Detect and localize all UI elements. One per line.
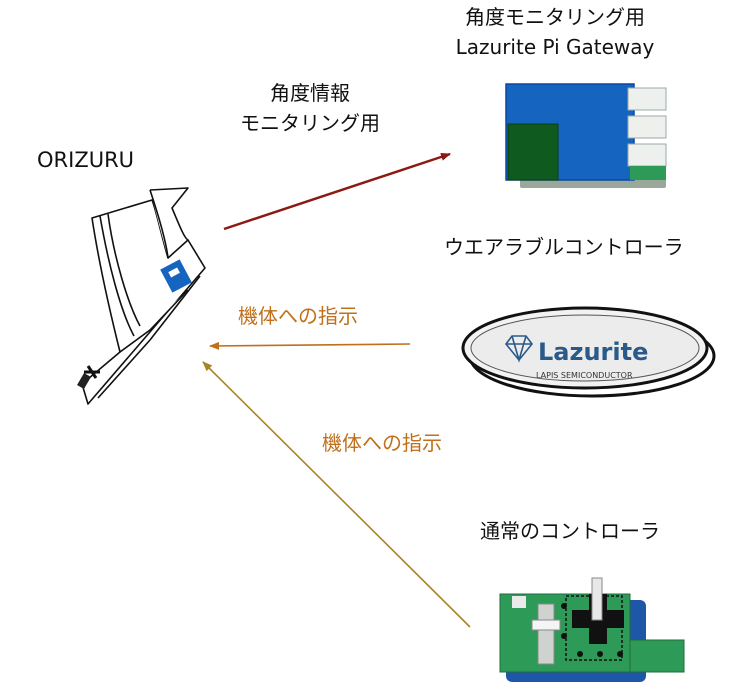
command-arrow-mid xyxy=(209,341,411,350)
command-label-low: 機体への指示 xyxy=(322,431,442,455)
angle-info-label: 角度情報 モニタリング用 xyxy=(225,78,395,138)
command-label-mid: 機体への指示 xyxy=(238,304,358,328)
lazurite-logo-text: Lazurite xyxy=(538,338,648,366)
angle-info-line2: モニタリング用 xyxy=(240,111,380,135)
gateway-title-line1: 角度モニタリング用 xyxy=(465,5,645,29)
lazurite-wearable-icon: Lazurite LAPIS SEMICONDUCTOR xyxy=(461,306,716,398)
lazurite-logo-sub: LAPIS SEMICONDUCTOR xyxy=(536,371,633,380)
orizuru-crane-icon xyxy=(77,187,206,405)
lazurite-gem-icon xyxy=(504,335,534,363)
command-arrow-low xyxy=(202,361,471,628)
angle-info-arrow xyxy=(223,152,451,231)
standard-controller-icon xyxy=(499,577,685,682)
gateway-title: 角度モニタリング用 Lazurite Pi Gateway xyxy=(440,2,670,62)
gateway-board-icon xyxy=(505,83,667,188)
wearable-controller-title: ウエアラブルコントローラ xyxy=(444,235,684,259)
gateway-title-line2: Lazurite Pi Gateway xyxy=(455,35,655,59)
standard-controller-title: 通常のコントローラ xyxy=(480,519,660,543)
angle-info-line1: 角度情報 xyxy=(270,81,350,105)
orizuru-label: ORIZURU xyxy=(37,148,135,172)
